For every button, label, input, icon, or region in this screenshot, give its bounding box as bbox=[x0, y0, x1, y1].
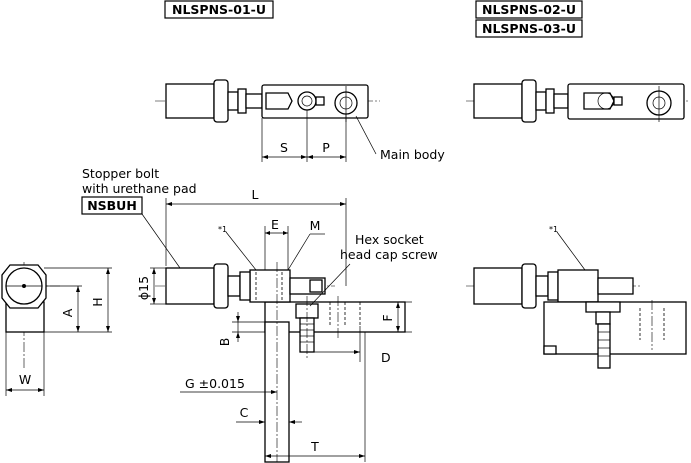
svg-text:NLSPNS-03-U: NLSPNS-03-U bbox=[482, 21, 576, 36]
dim-m: M bbox=[310, 218, 321, 233]
stopper-callout: Stopper bolt with urethane pad NSBUH bbox=[81, 166, 197, 269]
model-label-right-bottom: NLSPNS-03-U bbox=[475, 19, 583, 38]
dim-f: F bbox=[380, 301, 412, 333]
svg-text:Stopper bolt: Stopper bolt bbox=[82, 166, 159, 181]
svg-text:Hex socket: Hex socket bbox=[355, 232, 424, 247]
dim-b: B bbox=[217, 338, 232, 347]
dim-a: A bbox=[60, 308, 75, 317]
svg-text:head cap screw: head cap screw bbox=[340, 247, 438, 262]
svg-text:*1: *1 bbox=[549, 225, 558, 234]
dim-m: M bbox=[287, 218, 325, 271]
dim-g: G ±0.015 bbox=[180, 376, 277, 394]
model-label-left: NLSPNS-01-U bbox=[164, 0, 274, 19]
dim-w: W bbox=[5, 332, 45, 396]
dim-b: B bbox=[217, 312, 265, 346]
hex-socket-callout: Hex socket head cap screw bbox=[309, 232, 438, 307]
dim-l: L bbox=[165, 187, 347, 286]
dim-t: T bbox=[265, 332, 366, 462]
dim-l: L bbox=[252, 187, 259, 202]
front-view-02-03 bbox=[466, 263, 687, 369]
dim-d: D bbox=[381, 350, 391, 365]
dim-s: S bbox=[280, 140, 288, 155]
dim-c: C bbox=[236, 405, 302, 424]
dim-h: H bbox=[90, 297, 105, 306]
dim-p: P bbox=[322, 140, 330, 155]
dim-d: D bbox=[300, 326, 391, 365]
front-view-01 bbox=[155, 262, 406, 463]
svg-text:NLSPNS-02-U: NLSPNS-02-U bbox=[482, 2, 576, 17]
dim-f: F bbox=[380, 314, 395, 321]
svg-text:NSBUH: NSBUH bbox=[87, 198, 137, 213]
dim-g: G ±0.015 bbox=[185, 376, 245, 391]
dim-a-h: A H bbox=[44, 267, 112, 333]
top-view-02-03 bbox=[466, 79, 688, 123]
dim-w: W bbox=[19, 372, 31, 387]
note-1-left: *1 bbox=[218, 225, 257, 271]
dim-e: E bbox=[264, 217, 289, 270]
dim-t: T bbox=[310, 439, 319, 454]
svg-text:with urethane pad: with urethane pad bbox=[82, 181, 197, 196]
svg-text:NLSPNS-01-U: NLSPNS-01-U bbox=[172, 2, 266, 17]
dim-c: C bbox=[240, 405, 249, 420]
model-label-right-top: NLSPNS-02-U bbox=[475, 0, 583, 19]
note-1-right: *1 bbox=[549, 225, 586, 271]
dim-diameter: ϕ15 bbox=[136, 276, 151, 300]
svg-text:*1: *1 bbox=[218, 225, 227, 234]
dim-e: E bbox=[271, 217, 279, 232]
main-body-callout: Main body bbox=[355, 115, 445, 162]
dim-diameter: ϕ15 bbox=[136, 267, 166, 305]
end-view bbox=[1, 262, 60, 370]
dim-s-p: S P bbox=[261, 110, 347, 162]
svg-text:Main body: Main body bbox=[380, 147, 445, 162]
top-view-01 bbox=[155, 79, 380, 123]
